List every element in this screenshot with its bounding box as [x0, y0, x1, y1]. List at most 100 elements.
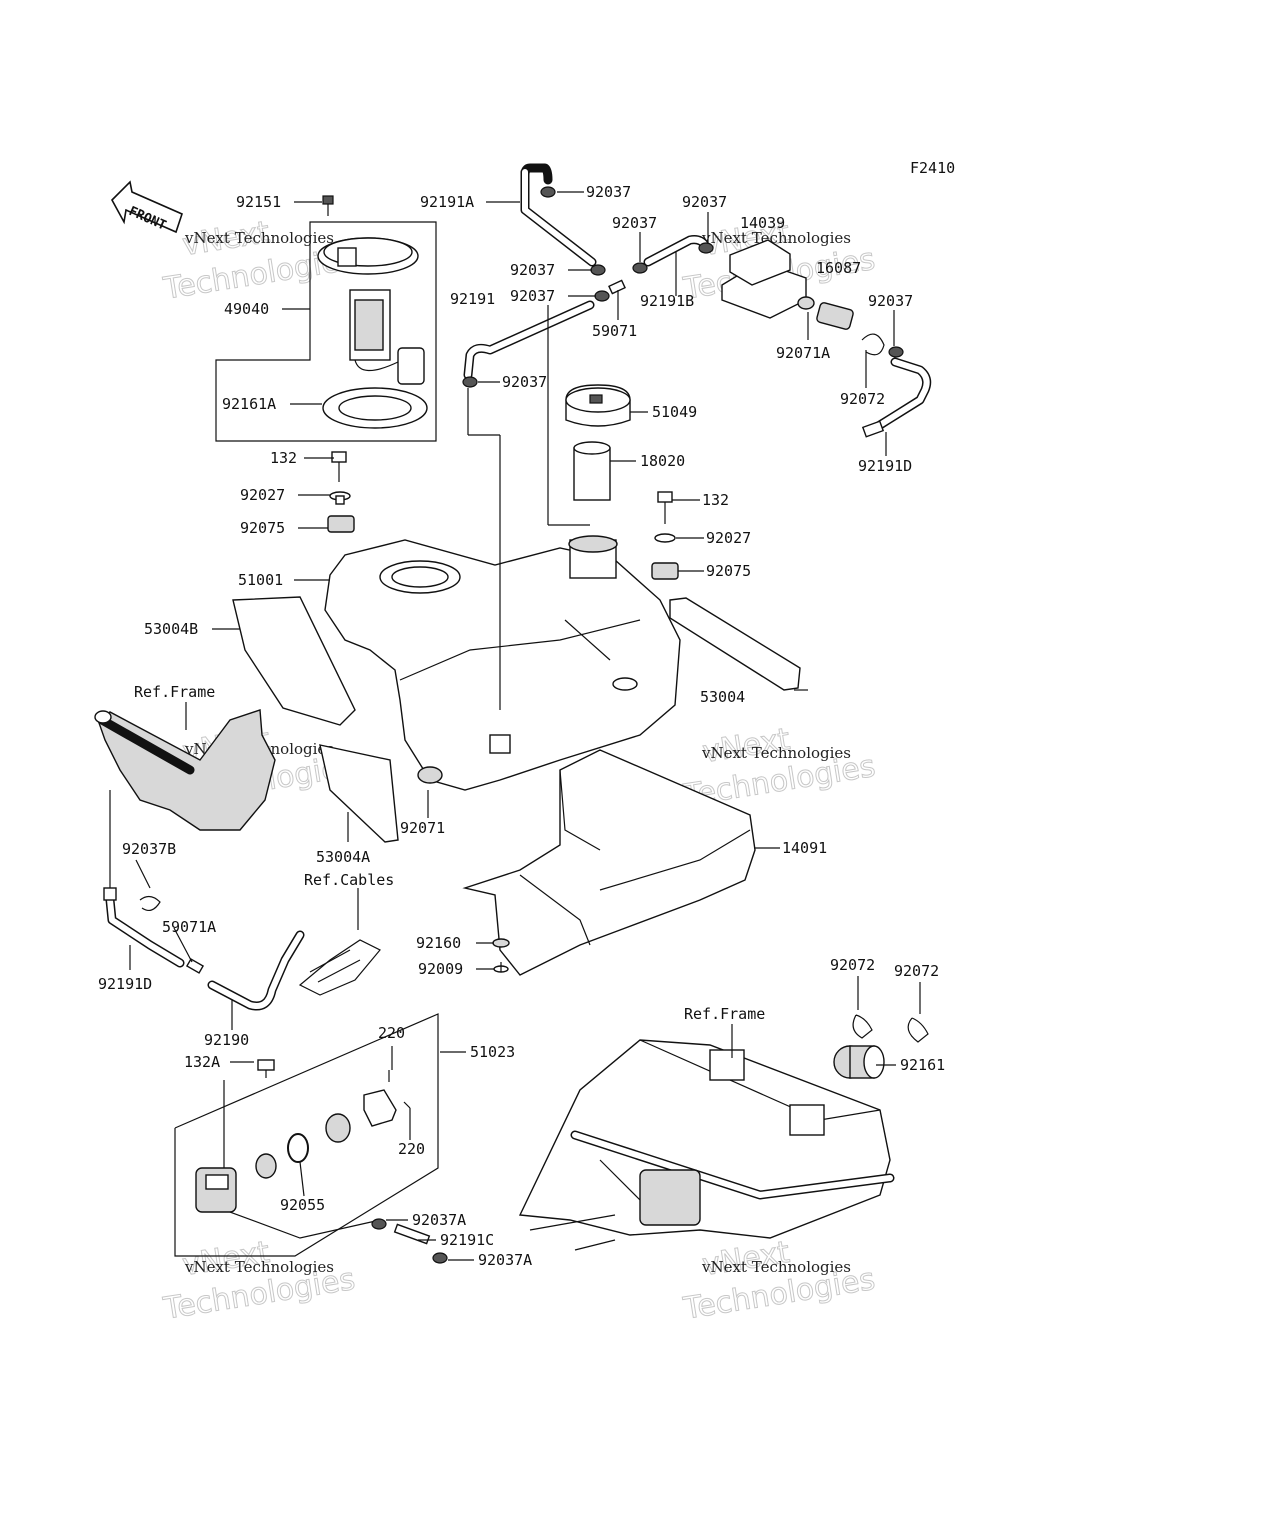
part-label-92037-b: 92037	[510, 287, 555, 305]
clamp-92037B	[139, 895, 161, 912]
part-label-92009: 92009	[418, 960, 463, 978]
part-label-53004: 53004	[700, 688, 745, 706]
part-label-92191: 92191	[450, 290, 495, 308]
part-label-92037B: 92037B	[122, 840, 176, 858]
oring-92055	[287, 1133, 309, 1163]
bands-92072	[852, 1014, 929, 1043]
part-label-92160: 92160	[416, 934, 461, 952]
fuel-tank	[324, 535, 681, 791]
part-label-92151: 92151	[236, 193, 281, 211]
watermark-small: vNext Technologies	[701, 744, 851, 762]
strainer-18020	[573, 441, 611, 501]
part-label-14091: 14091	[782, 839, 827, 857]
part-label-92075-right: 92075	[706, 562, 751, 580]
fuel-pump-assembly	[215, 221, 437, 442]
part-label-18020: 18020	[640, 452, 685, 470]
part-label-49040: 49040	[224, 300, 269, 318]
part-label-92037-d: 92037	[682, 193, 727, 211]
collar-92027-left	[329, 491, 351, 505]
part-label-92072-b: 92072	[894, 962, 939, 980]
damper-92075-left	[327, 515, 355, 533]
part-label-92037-e: 92037	[868, 292, 913, 310]
part-label-92027-right: 92027	[706, 529, 751, 547]
part-label-92190: 92190	[204, 1031, 249, 1049]
part-label-16087: 16087	[816, 259, 861, 277]
part-label-92037-c: 92037	[612, 214, 657, 232]
clamp-92037A-a	[371, 1218, 387, 1230]
fuel-cock-assembly	[174, 1013, 439, 1257]
clamp-92037-e	[888, 346, 904, 358]
part-label-132-right: 132	[702, 491, 729, 509]
bolt-132-right	[657, 491, 673, 524]
clamp-92037-c	[632, 262, 648, 274]
part-label-92071: 92071	[400, 819, 445, 837]
part-label-92037A-a: 92037A	[412, 1211, 466, 1229]
screw-92009	[493, 962, 509, 973]
canister-14039	[721, 239, 807, 319]
hose-92191D-lower	[103, 790, 185, 968]
part-label-51023: 51023	[470, 1043, 515, 1061]
leader-lines	[129, 191, 921, 1261]
figure-code: F2410	[910, 159, 955, 177]
part-label-92075-left: 92075	[240, 519, 285, 537]
ref-cables	[298, 939, 381, 996]
joint-59071A	[185, 958, 205, 974]
ref-frame-lower	[518, 1039, 895, 1251]
plate-220	[363, 1089, 397, 1127]
ref-frame-upper	[94, 709, 276, 831]
pad-53004	[669, 597, 801, 691]
damper-92075-right	[651, 562, 679, 580]
part-label-92191C: 92191C	[440, 1231, 494, 1249]
disc-part	[255, 1153, 277, 1179]
part-labels: 92151 49040 92161A 132 92027 92075 51001…	[98, 183, 945, 1269]
part-label-92191B: 92191B	[640, 292, 694, 310]
part-label-53004A: 53004A	[316, 848, 370, 866]
part-label-92037-f: 92037	[502, 373, 547, 391]
part-label-92161: 92161	[900, 1056, 945, 1074]
collar-92027-right	[654, 533, 676, 543]
grommet-92161	[833, 1045, 885, 1079]
watermark-small: vNext Technologies	[701, 1258, 851, 1276]
part-label-92037-a: 92037	[510, 261, 555, 279]
joint-59071	[608, 279, 626, 295]
part-label-92071A: 92071A	[776, 344, 830, 362]
part-label-92072-top: 92072	[840, 390, 885, 408]
part-label-220-top: 220	[378, 1024, 405, 1042]
part-label-53004B: 53004B	[144, 620, 198, 638]
bolt-92151	[322, 195, 334, 216]
watermark-small: vNext Technologies	[184, 229, 334, 247]
part-label-132A: 132A	[184, 1053, 220, 1071]
clamp-92037-top	[540, 186, 556, 198]
grommet-92071A	[797, 296, 815, 310]
part-label-92191A: 92191A	[420, 193, 474, 211]
part-label-220-bottom: 220	[398, 1140, 425, 1158]
part-label-92191D-lower: 92191D	[98, 975, 152, 993]
part-label-92027-left: 92027	[240, 486, 285, 504]
watermark-small: vNext Technologies	[184, 1258, 334, 1276]
bolt-132A	[257, 1059, 275, 1078]
watermark-small: vNext Technologies	[701, 229, 851, 247]
clamp-92037-a	[590, 264, 606, 276]
ref-cables-label: Ref.Cables	[304, 871, 394, 889]
part-label-92072-a: 92072	[830, 956, 875, 974]
pad-53004A	[319, 744, 399, 843]
hose-92190	[207, 930, 305, 1011]
screw-220b	[403, 1101, 411, 1109]
ref-frame-lower-label: Ref.Frame	[684, 1005, 765, 1023]
front-arrow-icon: FRONT	[111, 180, 183, 234]
filler-cap-51049	[565, 384, 631, 427]
part-label-59071A: 59071A	[162, 918, 216, 936]
grommet-92071	[417, 766, 443, 784]
clamp-92037-d	[698, 242, 714, 254]
part-label-51049: 51049	[652, 403, 697, 421]
band-92072-top	[861, 333, 885, 356]
part-label-51001: 51001	[238, 571, 283, 589]
tray-14091	[462, 749, 756, 976]
filter-16087	[816, 302, 854, 330]
part-label-92055: 92055	[280, 1196, 325, 1214]
clamp-92037-f	[462, 376, 478, 388]
part-label-92037-top: 92037	[586, 183, 631, 201]
nut-92160	[492, 938, 510, 948]
part-label-14039: 14039	[740, 214, 785, 232]
